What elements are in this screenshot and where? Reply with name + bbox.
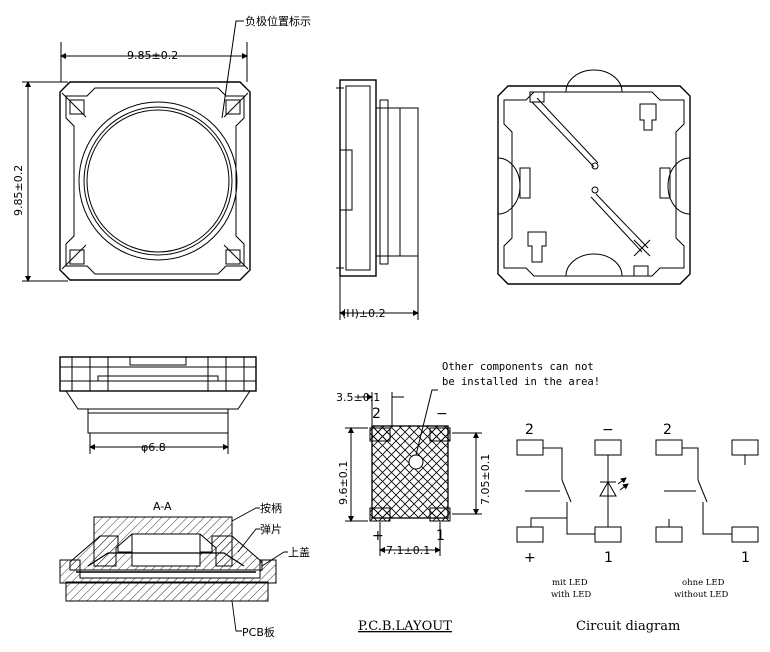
circuit-with-led	[516, 439, 629, 543]
circuit-diagram-title: Circuit diagram	[576, 619, 680, 634]
button-mid-circle	[83, 106, 233, 256]
bottom-body-outline	[497, 85, 691, 285]
cw-led-symbol	[599, 480, 617, 497]
button-inner-circle	[86, 109, 230, 253]
pcb-pad-bottom-left	[369, 507, 391, 522]
pcb-dim-top	[356, 392, 404, 426]
cw-pin-2: 2	[525, 422, 534, 438]
pcb-dim-right-label: 7.05±0.1	[479, 454, 492, 505]
cn-terminal-right-top	[731, 439, 759, 456]
pcb-dim-right	[452, 432, 482, 515]
pcb-dim-left-label: 9.6±0.1	[337, 461, 350, 505]
negative-callout-leader	[221, 20, 244, 119]
bottom-view	[497, 69, 691, 285]
bottom-pad-bottom-left	[527, 231, 547, 263]
pcb-dim-bottom-label: 7.1±0.1	[386, 544, 430, 557]
pcb-layout-title: P.C.B.LAYOUT	[358, 619, 452, 634]
front-diameter-label: φ6.8	[141, 441, 166, 454]
cn-caption-line1: ohne LED	[682, 578, 725, 588]
switch-inner-outline	[65, 87, 245, 275]
cn-pin-1: 1	[741, 550, 750, 566]
pcb-dim-top-label: 3.5±0.1	[336, 391, 380, 404]
cn-terminal-1	[731, 526, 759, 543]
top-width-label: 9.85±0.2	[127, 49, 178, 62]
bottom-arc-bottom	[565, 253, 623, 277]
cw-terminal-minus	[594, 439, 622, 456]
section-spring	[87, 552, 245, 567]
side-height-dimension	[339, 256, 419, 320]
button-outer-circle	[78, 101, 238, 261]
cw-pin-minus: −	[602, 422, 614, 438]
pcb-pin-minus: −	[436, 406, 448, 422]
front-button-cap	[65, 390, 251, 410]
label-button-handle: 按柄	[260, 501, 282, 515]
front-body	[59, 356, 257, 392]
pcb-pin-1: 1	[436, 528, 445, 544]
side-button-cap	[375, 107, 419, 257]
switch-body-outline	[59, 81, 251, 281]
cw-terminal-plus	[516, 526, 544, 543]
section-pcb-board	[65, 581, 269, 602]
cw-pin-1: 1	[604, 550, 613, 566]
pcb-dim-bottom	[379, 522, 441, 556]
bottom-pad-top-right	[639, 103, 657, 131]
pcb-pin-2: 2	[372, 406, 381, 422]
side-height-label: (H)±0.2	[342, 307, 386, 320]
pcb-pin-plus: +	[372, 528, 384, 544]
pcb-pad-top-right	[429, 427, 451, 442]
front-view	[59, 356, 257, 454]
top-view	[22, 20, 251, 282]
cw-terminal-1	[594, 526, 622, 543]
cn-pin-2: 2	[663, 422, 672, 438]
negative-position-callout: 负极位置标示	[245, 14, 311, 28]
pcb-pad-top-left	[369, 427, 391, 442]
top-width-dimension	[60, 42, 248, 82]
circuit-without-led	[655, 439, 759, 543]
keepout-leader	[415, 389, 438, 456]
label-spring: 弹片	[260, 522, 282, 536]
cn-terminal-2	[655, 439, 683, 456]
side-body	[339, 79, 377, 277]
pcb-layout	[345, 389, 482, 556]
cw-caption-line1: mit LED	[552, 578, 588, 588]
section-leaders	[231, 507, 288, 632]
front-diameter-dimension	[89, 433, 229, 454]
section-title: A-A	[153, 500, 172, 513]
top-height-dimension	[22, 81, 68, 282]
pcb-dim-left	[345, 427, 368, 522]
cn-terminal-left-bottom	[655, 526, 683, 543]
cw-pin-plus: +	[524, 550, 536, 566]
keepout-note-line2: be installed in the area!	[442, 376, 600, 388]
bottom-arc-top	[565, 69, 623, 93]
label-top-cover: 上盖	[288, 545, 310, 559]
cn-caption-line2: without LED	[674, 590, 728, 600]
label-pcb-board: PCB板	[242, 625, 275, 639]
pcb-pad-bottom-right	[429, 507, 451, 522]
cw-caption-line2: with LED	[551, 590, 591, 600]
keepout-note-line1: Other components can not	[442, 361, 594, 373]
pcb-led-hole	[408, 454, 424, 470]
bottom-arc-left	[497, 157, 521, 215]
section-view	[59, 516, 277, 602]
corner-notches	[61, 92, 249, 270]
side-view	[336, 79, 419, 320]
cw-terminal-2	[516, 439, 544, 456]
bottom-arc-right	[667, 157, 691, 215]
top-height-label: 9.85±0.2	[12, 165, 25, 216]
